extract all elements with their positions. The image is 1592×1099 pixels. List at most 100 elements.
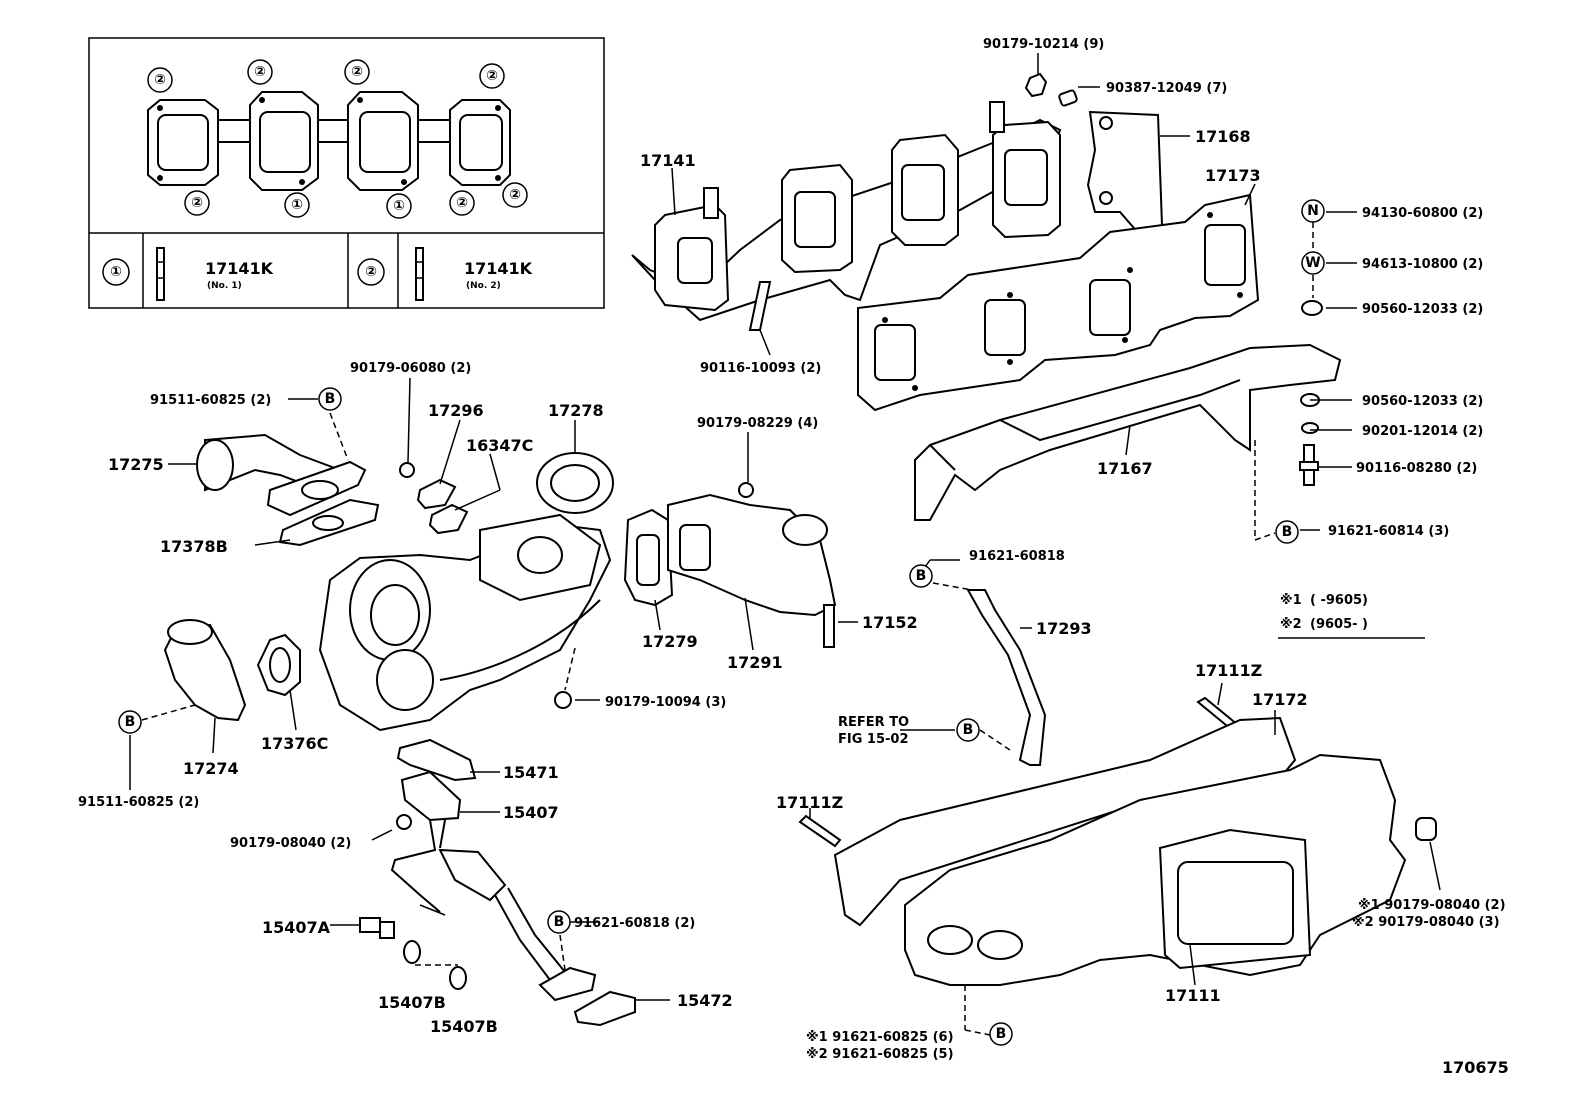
svg-text:N: N (1307, 203, 1319, 219)
svg-text:B: B (554, 914, 565, 930)
label-15407A: 15407A (262, 918, 331, 937)
table-part-2: 17141K (464, 259, 533, 278)
bolt-symbol-b-7: B (989, 1022, 1013, 1046)
table-key-2: ② (365, 264, 377, 280)
bolt-symbol-b-2: B (1275, 520, 1299, 544)
studs-17111Z-icons (798, 696, 1240, 848)
nut-90179-10094-icon (554, 691, 572, 709)
nut-90179-08040-icon (396, 814, 412, 830)
gasket-marker-top-2: ② (247, 59, 273, 85)
label-17279: 17279 (642, 632, 698, 651)
bolt-15407A-icon (359, 917, 395, 939)
intake-manifold-17111-drawing (904, 753, 1407, 986)
heat-insulator-17167-drawing (914, 343, 1342, 521)
svg-text:①: ① (393, 198, 405, 214)
stay-17293-drawing (966, 589, 1047, 766)
bolt-symbol-b-4: B (118, 710, 142, 734)
label-17141: 17141 (640, 151, 696, 170)
bolt-symbol-b-1: B (318, 387, 342, 411)
inset-table-row-1: ① 17141K (No. 1) (102, 247, 274, 301)
stud-17152-icon (823, 604, 835, 648)
nut-symbol-n: N (1301, 199, 1325, 223)
label-17293: 17293 (1036, 619, 1092, 638)
stud-icon (156, 247, 165, 301)
gasket-marker-bottom-3: ① (386, 193, 412, 219)
label-17167: 17167 (1097, 459, 1153, 478)
gasket-17376C-drawing (256, 633, 301, 697)
table-note-1: (No. 1) (207, 281, 242, 291)
label-94130-60800: 94130-60800 (2) (1362, 206, 1483, 221)
label-17376C: 17376C (261, 734, 328, 753)
label-17152: 17152 (862, 613, 918, 632)
label-90179-08229: 90179-08229 (4) (697, 416, 818, 431)
washer-symbol-w: W (1301, 251, 1325, 275)
label-17173: 17173 (1205, 166, 1261, 185)
label-refer-to: REFER TO (838, 715, 909, 730)
label-90116-10093: 90116-10093 (2) (700, 361, 821, 376)
stud-90116-08280-icon (1299, 444, 1319, 486)
label-91621-60818-b: 91621-60818 (2) (574, 916, 695, 931)
exhaust-gasket-drawing (147, 91, 511, 191)
svg-text:B: B (963, 722, 974, 738)
label-90179-06080: 90179-06080 (2) (350, 361, 471, 376)
label-17378B: 17378B (160, 537, 228, 556)
label-15472: 15472 (677, 991, 733, 1010)
label-91511-60825-b: 91511-60825 (2) (78, 795, 199, 810)
gasket-marker-bottom-4: ② (449, 190, 475, 216)
label-91511-60825-a: 91511-60825 (2) (150, 393, 271, 408)
nut-90179-10214-icon (1024, 72, 1048, 98)
svg-text:B: B (916, 568, 927, 584)
flange-15407-lower-drawing (538, 966, 597, 1002)
stud-icon (415, 247, 424, 301)
svg-text:B: B (125, 714, 136, 730)
legend-1-key: ※1 (1280, 593, 1302, 608)
label-15407B-1: 15407B (378, 993, 446, 1012)
svg-text:②: ② (191, 195, 203, 211)
table-note-2: (No. 2) (466, 281, 501, 291)
gasket-17278-drawing (536, 452, 614, 514)
label-17274: 17274 (183, 759, 239, 778)
svg-text:②: ② (254, 64, 266, 80)
label-15407B-2: 15407B (430, 1017, 498, 1036)
svg-text:B: B (996, 1026, 1007, 1042)
table-key-1: ① (110, 264, 122, 280)
gasket-15472-drawing (573, 990, 636, 1027)
gasket-16347C-drawing (428, 503, 469, 535)
label-17275: 17275 (108, 455, 164, 474)
label-mark1-90179-08040: ※1 90179-08040 (2) (1358, 898, 1506, 913)
washer-90560-12033-icon (1301, 300, 1323, 316)
figure-id: 170675 (1442, 1058, 1509, 1077)
nut-90179-08229-icon (738, 482, 754, 498)
label-17172: 17172 (1252, 690, 1308, 709)
label-17111Z-2: 17111Z (776, 793, 843, 812)
table-part-1: 17141K (205, 259, 274, 278)
bolt-symbol-b-5: B (956, 718, 980, 742)
label-fig-15-02: FIG 15-02 (838, 732, 909, 747)
gasket-17172-drawing (833, 716, 1297, 927)
label-17278: 17278 (548, 401, 604, 420)
label-17168: 17168 (1195, 127, 1251, 146)
svg-text:W: W (1305, 255, 1320, 271)
washer-90201-12014-icon (1301, 422, 1319, 434)
bolt-symbol-b-6: B (547, 910, 571, 934)
legend-2-value: (9605- ) (1310, 617, 1368, 632)
label-90201-12014: 90201-12014 (2) (1362, 424, 1483, 439)
label-90116-08280: 90116-08280 (2) (1356, 461, 1477, 476)
gasket-17173-drawing (857, 193, 1260, 412)
svg-text:②: ② (351, 64, 363, 80)
label-15471: 15471 (503, 763, 559, 782)
label-15407: 15407 (503, 803, 559, 822)
svg-text:②: ② (456, 195, 468, 211)
gasket-marker-bottom-1: ② (184, 190, 210, 216)
inset-table-row-2: ② 17141K (No. 2) (357, 247, 533, 301)
gasket-marker-top-4: ② (479, 63, 505, 89)
gasket-marker-top-1: ② (147, 67, 173, 93)
exhaust-manifold-drawing (631, 101, 1062, 322)
label-17111: 17111 (1165, 986, 1221, 1005)
outlet-elbow-17274-drawing (163, 619, 247, 722)
label-17291: 17291 (727, 653, 783, 672)
turbocharger-drawing (318, 513, 612, 732)
gasket-17279-drawing (623, 508, 674, 607)
legend-1-value: ( -9605) (1310, 593, 1368, 608)
